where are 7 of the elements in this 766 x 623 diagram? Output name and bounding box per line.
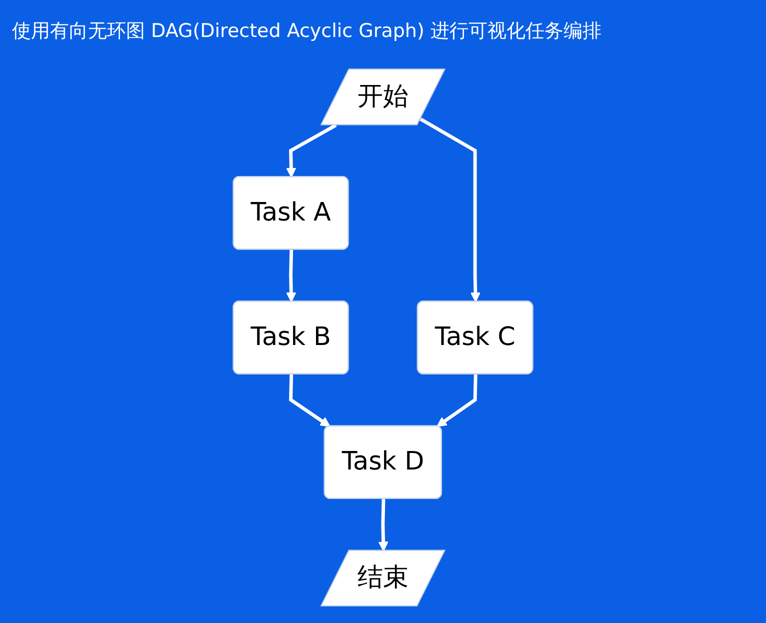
arrow xyxy=(378,499,388,552)
arrow xyxy=(289,374,330,427)
diagram-title: 使用有向无环图 DAG(Directed Acyclic Graph) 进行可视化任务编排 xyxy=(12,19,602,44)
arrow xyxy=(286,250,296,302)
arrow xyxy=(436,374,478,427)
arrow xyxy=(420,118,481,302)
arrow xyxy=(286,124,337,178)
